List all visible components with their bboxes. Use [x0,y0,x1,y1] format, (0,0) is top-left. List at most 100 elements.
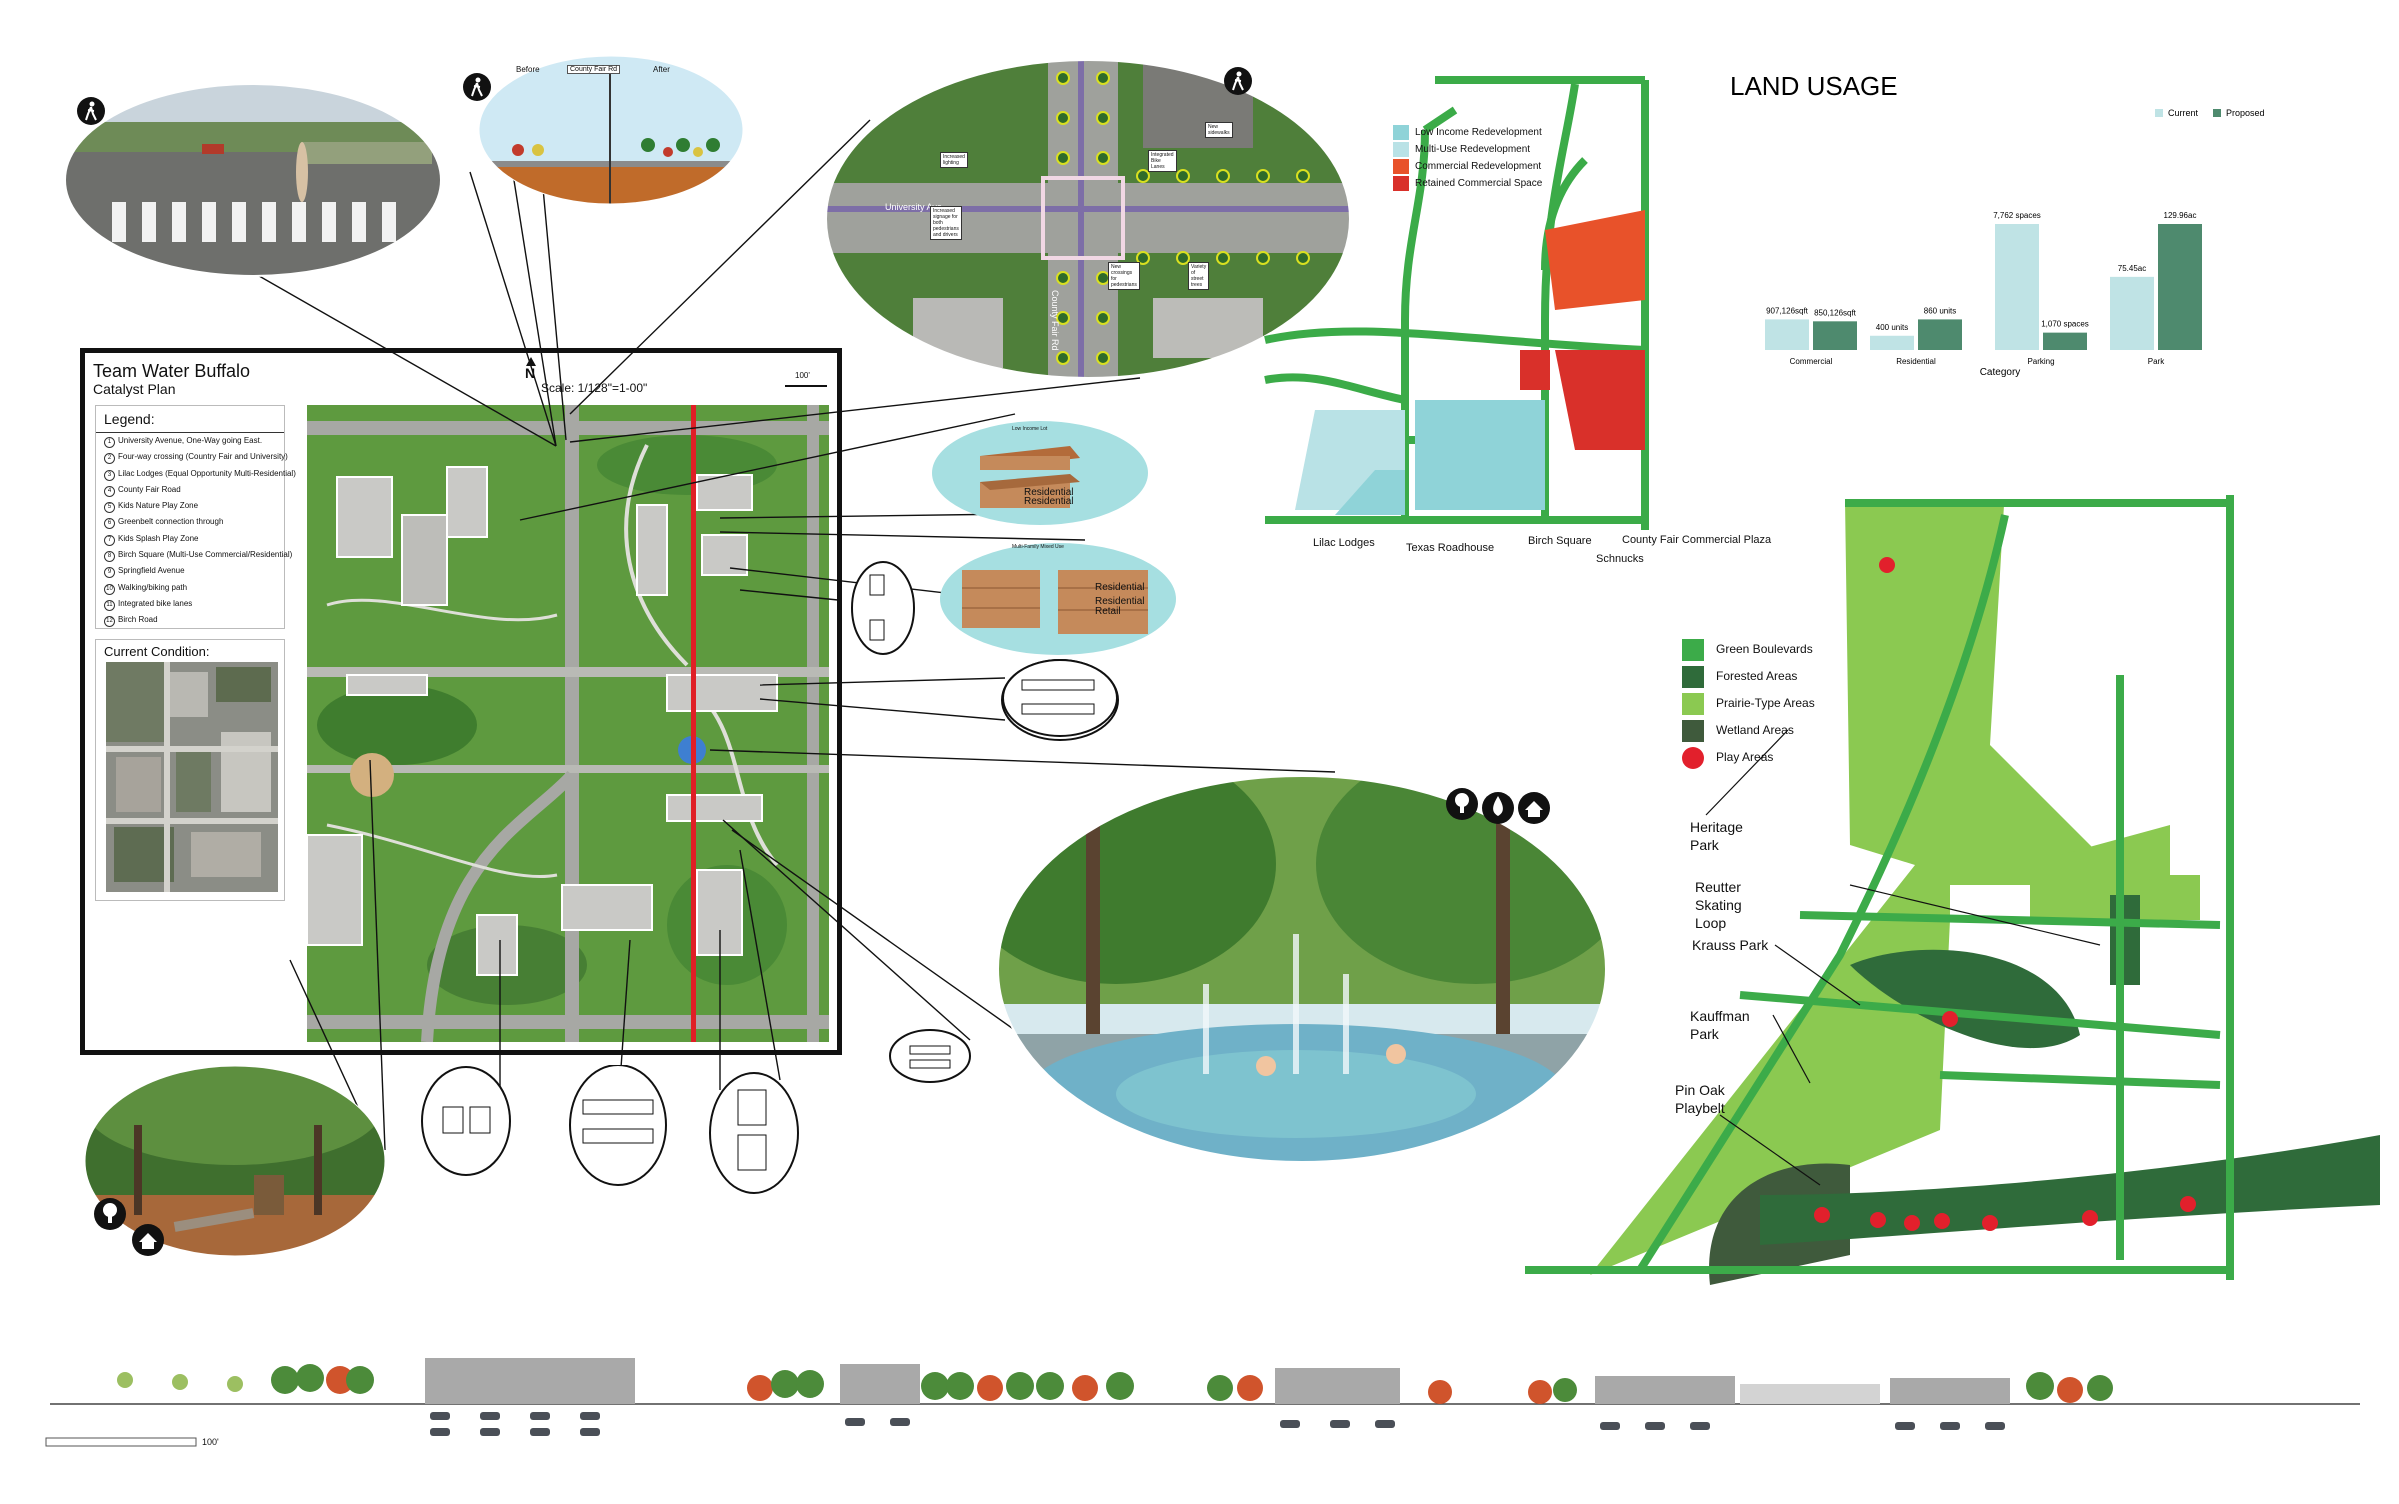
tree-icon [1446,788,1478,820]
intersection-callout: Increased lighting [940,152,968,168]
section-scale-label: 100' [202,1437,219,1447]
bar-park-current [2110,276,2154,350]
bar-value-label: 1,070 spaces [2041,320,2089,329]
bar-value-label: 850,126sqft [1814,308,1857,317]
category-label: Commercial [1790,357,1833,366]
crosswalk-street-view [64,83,442,277]
redevelopment-legend-item: Retained Commercial Space [1393,175,1542,192]
green-legend-label: Wetland Areas [1716,723,1794,737]
plan-scale-bar-label: 100' [795,371,810,380]
intersection-street-label: University Ave [885,202,942,212]
green-legend-label: Green Boulevards [1716,642,1813,656]
site-plan-map [307,405,829,1042]
legend-label: Proposed [2226,108,2265,118]
green-legend-label: Play Areas [1716,750,1774,764]
home-icon [132,1224,164,1256]
section-road-label: County Fair Rd [567,65,621,74]
plan-title: Team Water Buffalo [93,361,251,381]
legend-number: 6 [104,518,115,530]
green-legend-item: Play Areas [1682,744,1815,771]
redevelopment-legend-label: Commercial Redevelopment [1415,161,1542,172]
legend-label: Birch Square (Multi-Use Commercial/Resid… [118,550,293,560]
redevelopment-legend-item: Commercial Redevelopment [1393,158,1542,175]
x-axis-label: Category [1980,367,2021,378]
parking-layout-callout-mid [1002,659,1118,737]
redevelopment-legend-item: Multi-Use Redevelopment [1393,141,1542,158]
green-legend-item: Forested Areas [1682,663,1815,690]
intersection-callout: Integrated Bike Lanes [1148,150,1177,172]
green-legend-item: Green Boulevards [1682,636,1815,663]
legend-swatch [1682,638,1704,661]
multi-family-label: Multi-Family Mixed Use [1012,544,1064,550]
legend-swatch [1682,692,1704,715]
bar-residential-current [1870,335,1914,350]
green-area-label: Heritage Park [1690,819,1743,853]
splash-pad-icons [1446,788,1550,824]
intersection-street2-label: County Fair Rd [1050,290,1060,351]
redevelopment-legend-label: Low Income Redevelopment [1415,127,1542,138]
bar-residential-proposed [1918,319,1962,350]
legend-label: Walking/biking path [118,582,188,592]
legend-number: 11 [104,599,115,611]
section-before-label: Before [516,65,540,74]
green-space-map [1525,495,2380,1285]
legend-swatch [1682,719,1704,742]
bar-value-label: 75.45ac [2118,264,2146,273]
plan-scale: Scale: 1/128"=1-00" [541,381,648,395]
chart-plot-area [1740,135,2220,390]
legend-label: Four-way crossing (Country Fair and Univ… [118,452,288,462]
intersection-callout: New crossings for pedestrians [1108,262,1140,290]
green-area-label: Pin Oak Playbelt [1675,1082,1725,1116]
site-section-elevation [45,1358,2360,1447]
bar-value-label: 860 units [1924,306,1956,315]
legend-swatch [1682,665,1704,688]
legend-label: University Avenue, One-Way going East. [118,436,263,445]
legend-swatch [2155,109,2163,117]
intersection-callout: Variety of street trees [1188,262,1210,290]
home-icon [1518,792,1550,824]
redevelopment-legend-label: Retained Commercial Space [1415,178,1543,189]
bar-commercial-proposed [1813,321,1857,350]
current-condition-aerial [106,662,278,892]
category-label: Residential [1896,357,1936,366]
green-legend-label: Forested Areas [1716,669,1798,683]
pedestrian-icon [1224,67,1252,95]
residential-label-a: Residential [1095,582,1145,593]
low-income-lot-massing [932,421,1148,525]
nature-play-render [84,1065,386,1257]
redevelopment-legend-item: Low Income Redevelopment [1393,124,1542,141]
splash-pad-render [997,775,1607,1163]
multi-family-massing [940,543,1176,655]
redevelopment-area-label: Lilac Lodges [1313,537,1375,549]
legend-label: Springfield Avenue [118,566,185,576]
water-drop-icon [1482,792,1514,824]
tree-icon [94,1198,126,1230]
bar-parking-current [1995,224,2039,350]
residential-label-b: Residential [1095,596,1145,607]
plan-subtitle: Catalyst Plan [93,381,176,397]
section-after-label: After [653,65,670,74]
green-legend-label: Prairie-Type Areas [1716,696,1815,710]
legend-number: 8 [104,551,115,563]
legend-label: County Fair Road [118,484,181,494]
residential-label-2: Residential [1024,496,1074,507]
legend-label: Birch Road [118,615,158,625]
play-area-dot [1682,746,1704,769]
legend-number: 3 [104,469,115,481]
redevelopment-area-label: County Fair Commercial Plaza [1622,534,1772,546]
intersection-callout: Increased signage for both pedestrians a… [930,206,962,240]
legend-number: 10 [104,583,115,595]
legend-swatch [2213,109,2221,117]
redevelopment-legend-label: Multi-Use Redevelopment [1415,144,1531,155]
